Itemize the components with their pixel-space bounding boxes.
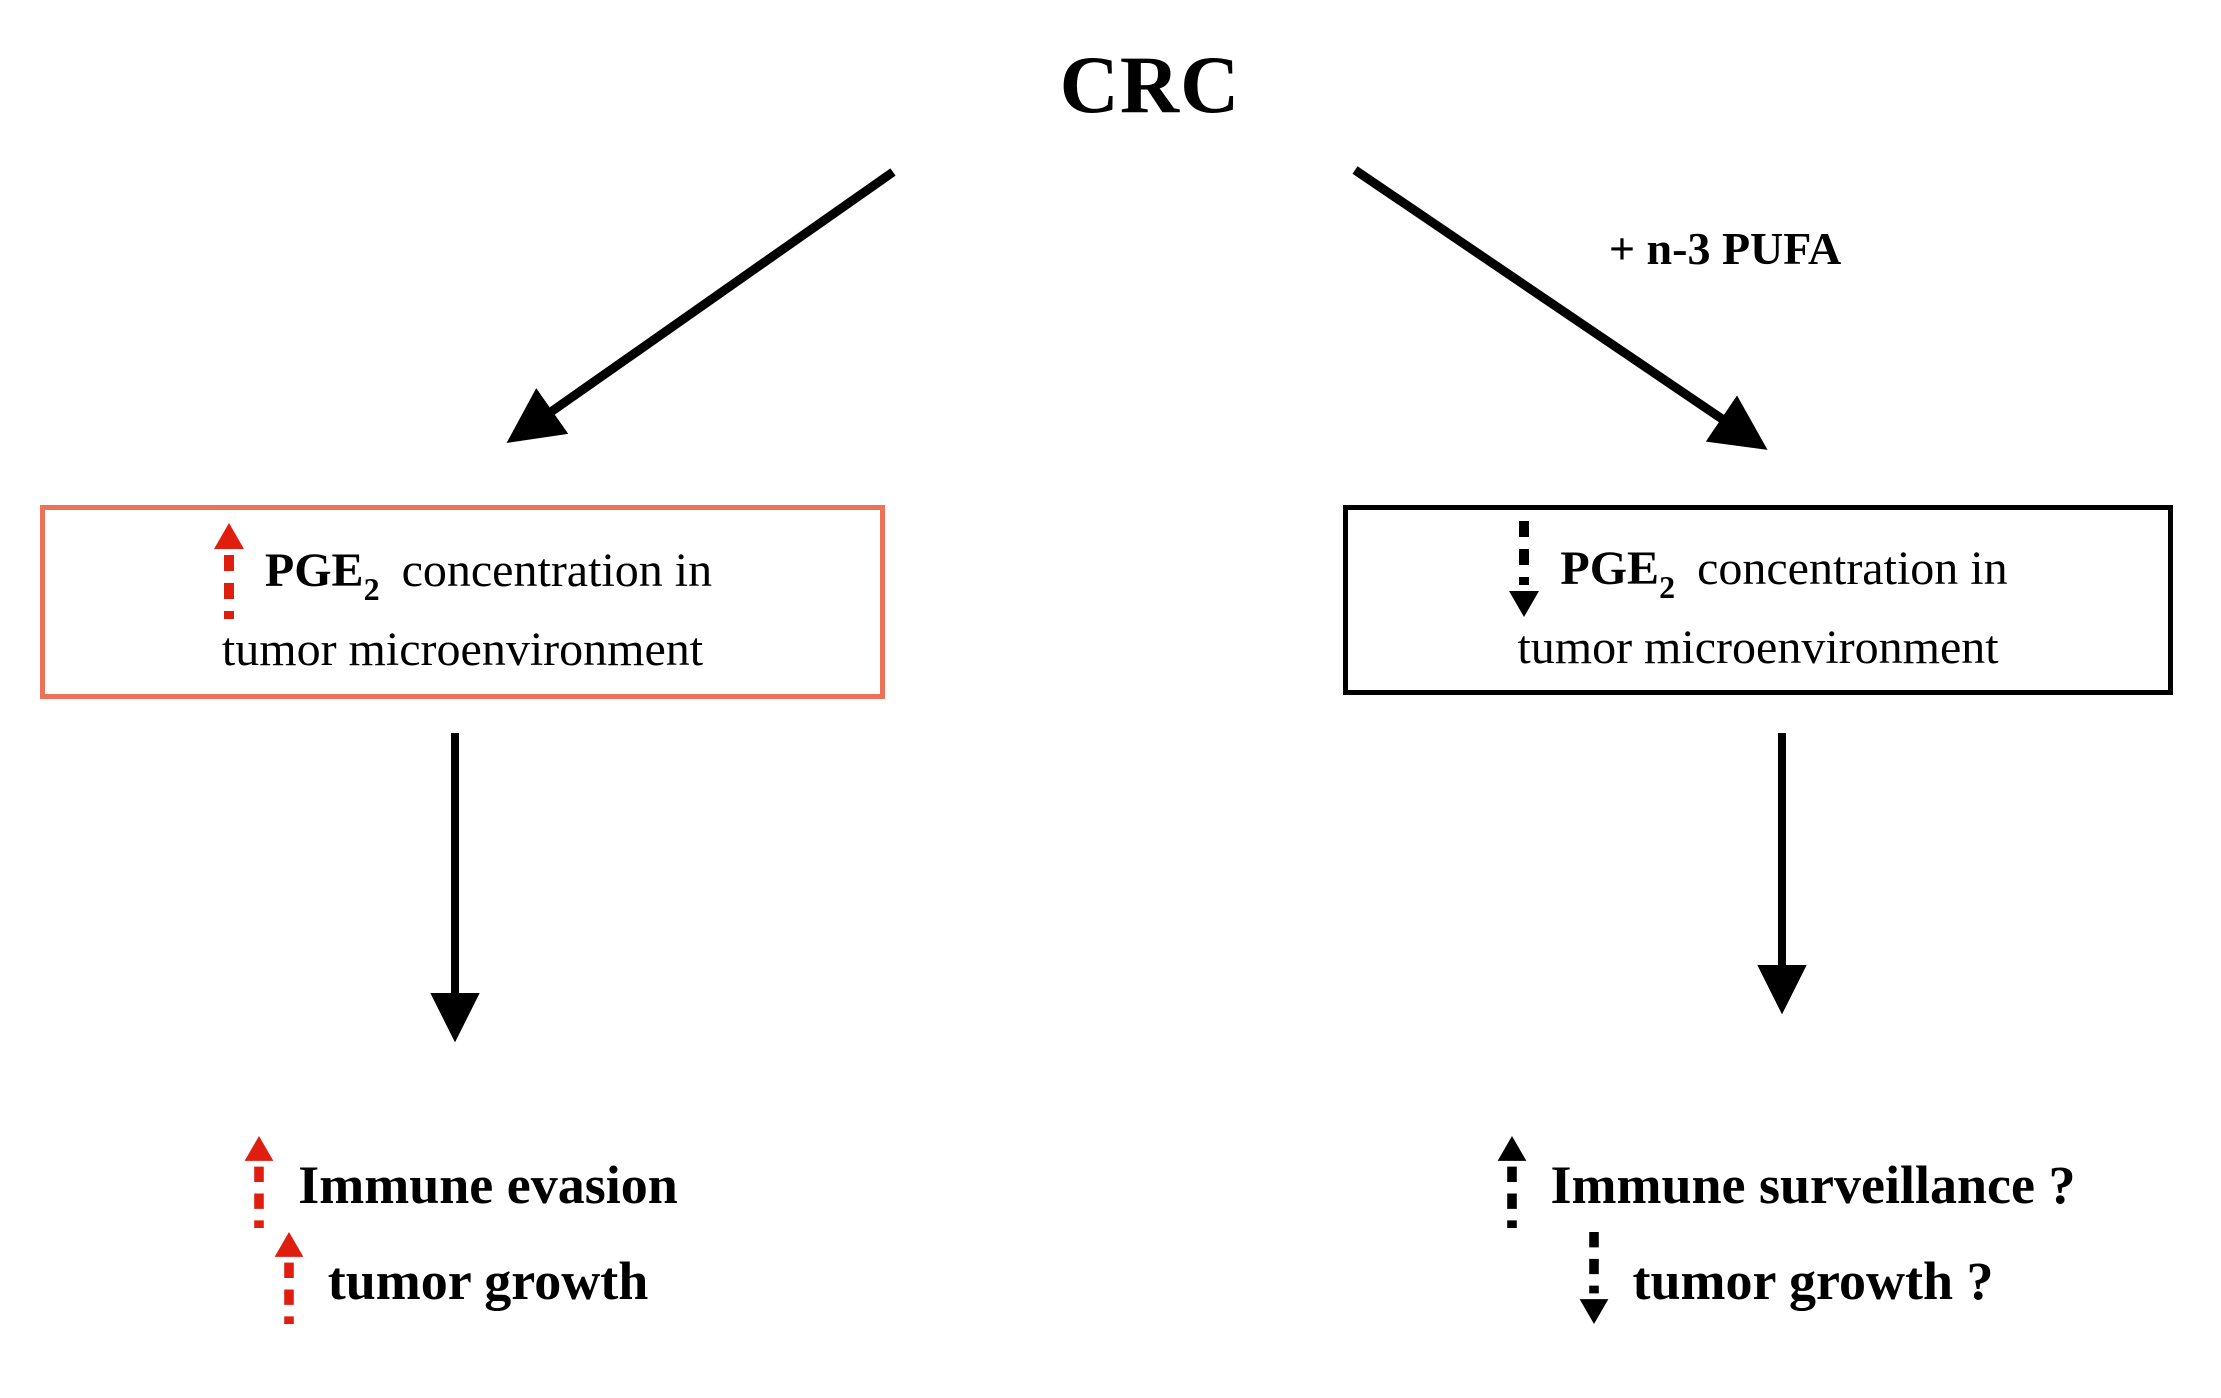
left-outcome-line1: Immune evasion [242,1136,678,1228]
dashed-down-arrow-icon [1509,521,1540,617]
left-outcome-line2: tumor growth [272,1232,649,1324]
right-outcome-line2-text: tumor growth ? [1632,1251,1994,1311]
left-box-line2-text: tumor microenvironment [221,623,704,676]
left-box-line1-text: concentration in [401,544,713,597]
pufa-arrow-label: + n-3 PUFA [1608,223,1842,274]
arrow-crc-to-left-box [506,168,896,444]
left-outcome-line1-text: Immune evasion [298,1155,678,1215]
left-outcome-line2-text: tumor growth [327,1251,649,1311]
arrow-crc-to-right-box [1352,166,1768,450]
compound-subscript: 2 [1659,569,1676,605]
page-title: CRC [1059,39,1241,130]
left-pge2-box-line1: PGE2 concentration in [213,523,712,619]
right-outcome-block: Immune surveillance ? tumor growth ? [1390,1136,2180,1324]
dashed-down-arrow-icon [1579,1232,1608,1324]
compound-label: PGE2 [264,544,380,607]
right-pge2-box-line1: PGE2 concentration in [1508,521,2008,617]
right-outcome-line2: tumor growth ? [1577,1232,1994,1324]
right-outcome-line1-text: Immune surveillance ? [1550,1155,2076,1215]
dashed-up-arrow-icon [1497,1136,1526,1228]
left-outcome-block: Immune evasion tumor growth [130,1136,790,1324]
right-outcome-line1: Immune surveillance ? [1495,1136,2076,1228]
dashed-up-arrow-icon [213,523,244,619]
right-box-line1-text: concentration in [1697,542,2008,595]
dashed-up-arrow-icon [244,1136,274,1228]
right-pge2-box: PGE2 concentration in tumor microenviron… [1343,505,2173,695]
right-box-line2-text: tumor microenvironment [1517,621,1999,674]
compound-label: PGE2 [1560,542,1676,605]
compound-subscript: 2 [363,571,380,607]
dashed-up-arrow-icon [274,1232,304,1324]
left-pge2-box: PGE2 concentration in tumor microenviron… [40,505,885,699]
